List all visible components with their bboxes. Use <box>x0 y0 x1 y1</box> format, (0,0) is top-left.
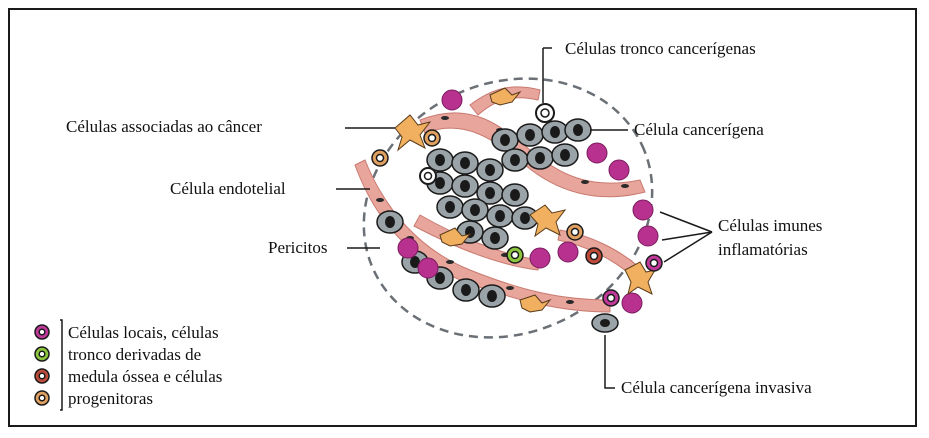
label-invasive: Célula cancerígena invasiva <box>621 378 812 398</box>
legend-line-2: tronco derivadas de <box>68 344 201 365</box>
label-stem-cells: Células tronco cancerígenas <box>565 39 756 59</box>
label-immune-2: inflamatórias <box>718 240 808 260</box>
legend-line-4: progenitoras <box>68 388 153 409</box>
label-cancer-cell: Célula cancerígena <box>634 120 764 140</box>
label-immune-1: Células imunes <box>718 216 822 236</box>
label-associated-cells: Células associadas ao câncer <box>66 117 262 137</box>
legend-line-1: Células locais, células <box>68 322 219 343</box>
label-endothelial: Célula endotelial <box>170 179 286 199</box>
label-pericytes: Pericitos <box>268 238 328 258</box>
legend-line-3: medula óssea e células <box>68 366 222 387</box>
